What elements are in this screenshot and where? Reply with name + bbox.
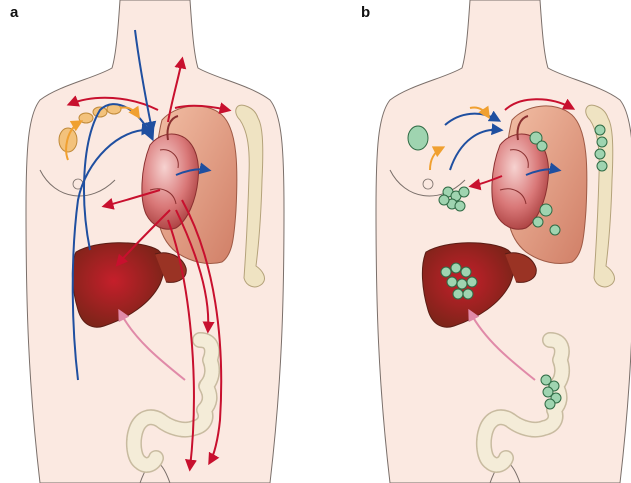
- lymph-node-a: [79, 113, 93, 123]
- lymph-node-a: [93, 107, 107, 117]
- panel-a: [26, 0, 284, 483]
- panel-b: [376, 0, 631, 483]
